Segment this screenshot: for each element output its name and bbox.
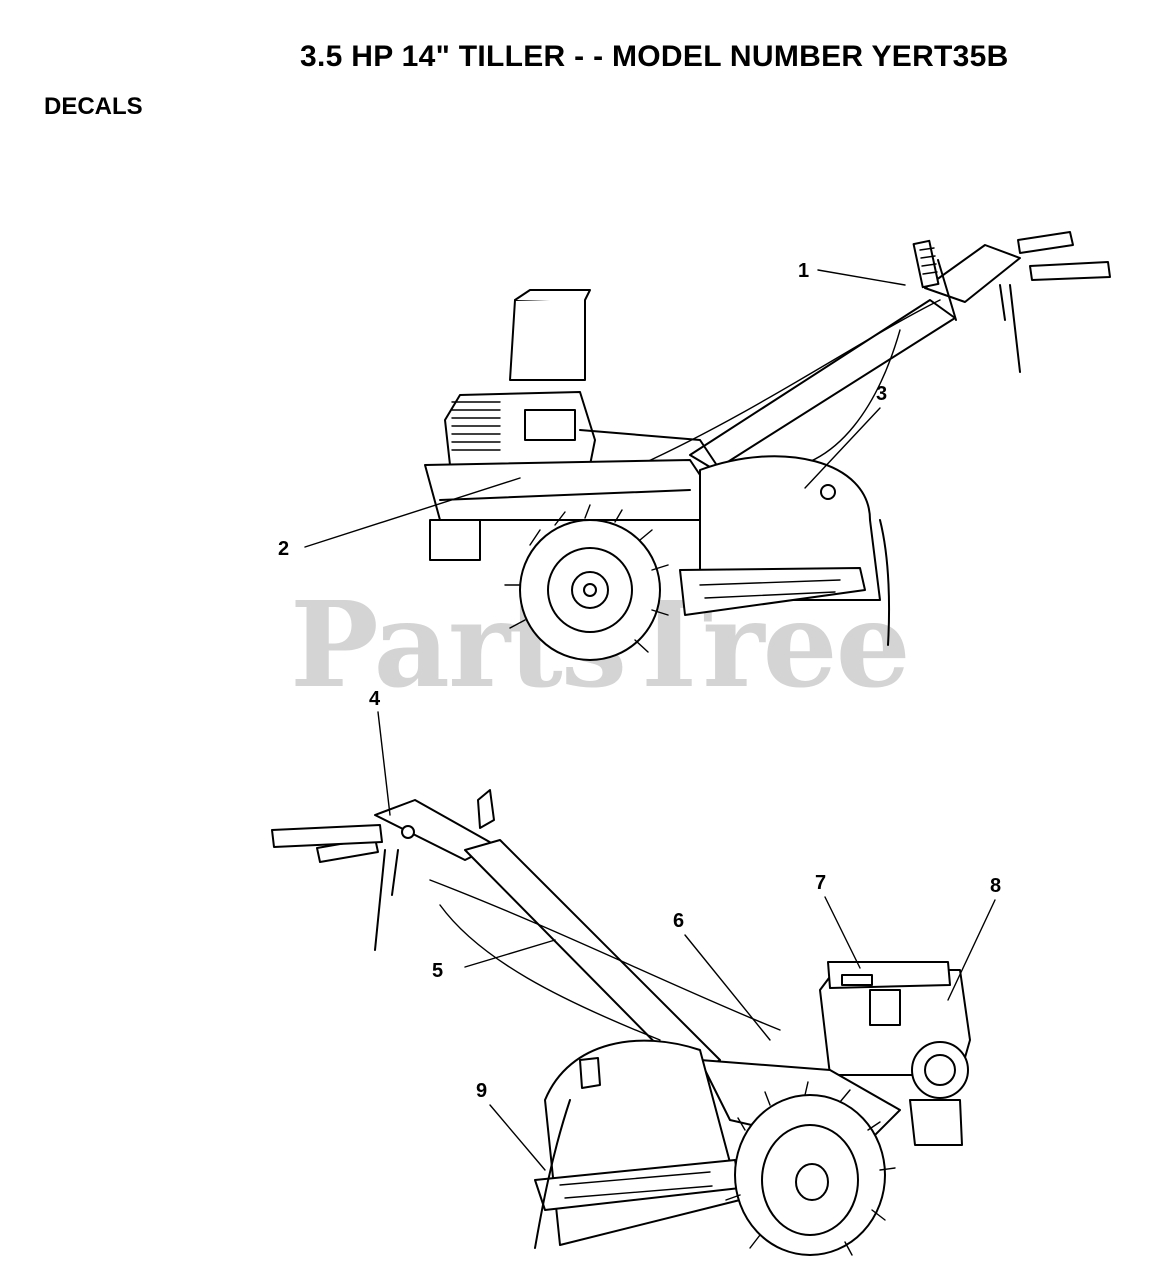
upper-engine (444, 289, 596, 466)
upper-control-cable (639, 299, 941, 466)
lower-handlebar (271, 789, 721, 1079)
callout-7: 7 (815, 872, 827, 894)
upper-tine-hood (679, 455, 891, 646)
callout-1: 1 (798, 260, 810, 282)
upper-wheel (504, 504, 669, 661)
lower-wheel (725, 1081, 896, 1256)
leader-lines (304, 269, 996, 1171)
lower-tiller-illustration (271, 789, 971, 1256)
callout-5: 5 (432, 960, 444, 982)
callout-3: 3 (876, 383, 888, 405)
callout-2: 2 (278, 538, 290, 560)
callout-6: 6 (673, 910, 685, 932)
callout-9: 9 (476, 1080, 488, 1102)
upper-tiller-illustration (424, 231, 1111, 661)
callout-4: 4 (369, 688, 381, 710)
lower-engine (819, 961, 971, 1146)
upper-handlebar (689, 231, 1111, 471)
page-title: 3.5 HP 14" TILLER - - MODEL NUMBER YERT3… (300, 40, 1009, 73)
callout-8: 8 (990, 875, 1002, 897)
lower-control-cable (429, 879, 781, 1031)
section-heading: DECALS (44, 93, 143, 120)
